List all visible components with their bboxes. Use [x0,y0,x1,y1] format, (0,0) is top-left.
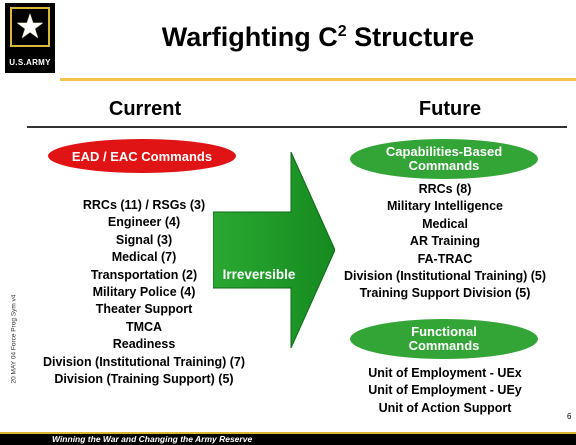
star-icon: ★ [10,7,50,47]
list-item: Theater Support [95,302,193,317]
footer-gold-line [0,432,576,434]
list-item: RRCs (11) / RSGs (3) [82,198,206,212]
list-item: FA-TRAC [417,251,473,266]
arrow-label: Irreversible Change [213,264,305,306]
list-item: Readiness [112,337,176,352]
title-main: Warfighting C [161,22,338,52]
functional-list: Unit of Employment - UEx Unit of Employm… [345,365,545,417]
future-list: RRCs (8) Military Intelligence Medical A… [320,181,570,303]
list-item: AR Training [409,234,481,249]
column-header-future: Future [418,98,482,120]
list-item: Signal (3) [115,232,173,247]
logo-text: U.S.ARMY [9,58,51,67]
column-divider-rule [27,126,567,128]
list-item: Training Support Division (5) [359,286,531,301]
functional-commands-oval: Functional Commands [350,319,538,359]
capabilities-oval-line1: Capabilities-Based [385,144,503,159]
functional-oval-line2: Commands [408,338,480,353]
list-item: Transportation (2) [90,267,198,282]
list-item: Military Intelligence [386,199,503,214]
list-item: Division (Institutional Training) (5) [343,269,547,284]
slide-title: Warfighting C2 Structure [60,22,576,53]
list-item: Military Police (4) [92,285,196,300]
functional-oval-line1: Functional [411,324,477,339]
title-underline [60,78,576,81]
page-number: 6 [567,412,572,421]
capabilities-based-oval: Capabilities-Based Commands [350,139,538,179]
list-item: TMCA [125,319,163,334]
title-tail: Structure [346,22,475,52]
list-item: Engineer (4) [107,215,181,230]
footer-bar [0,434,576,445]
list-item: Medical (7) [111,250,177,265]
arrow-label-line1: Irreversible [222,267,296,282]
right-arrow-icon [213,152,335,348]
list-item: RRCs (8) [418,182,472,196]
list-item: Medical [422,216,468,231]
current-list: RRCs (11) / RSGs (3) Engineer (4) Signal… [14,197,274,388]
list-item: Unit of Action Support [378,400,512,415]
capabilities-oval-line2: Commands [408,158,480,173]
list-item: Division (Training Support) (5) [54,372,234,387]
list-item: Unit of Employment - UEx [368,366,522,380]
side-note: 20 MAY 04 Force Prog Sym v4 [10,294,18,384]
title-superscript: 2 [337,23,347,40]
list-item: Division (Institutional Training) (7) [42,354,246,369]
ead-eac-oval: EAD / EAC Commands [48,139,236,173]
arrow-label-line2: Change [234,288,284,303]
list-item: Unit of Employment - UEy [368,383,522,398]
army-logo: ★ U.S.ARMY [5,3,55,73]
footer-text: Winning the War and Changing the Army Re… [52,434,253,444]
column-header-current: Current [108,98,182,120]
ead-eac-oval-label: EAD / EAC Commands [71,148,213,164]
